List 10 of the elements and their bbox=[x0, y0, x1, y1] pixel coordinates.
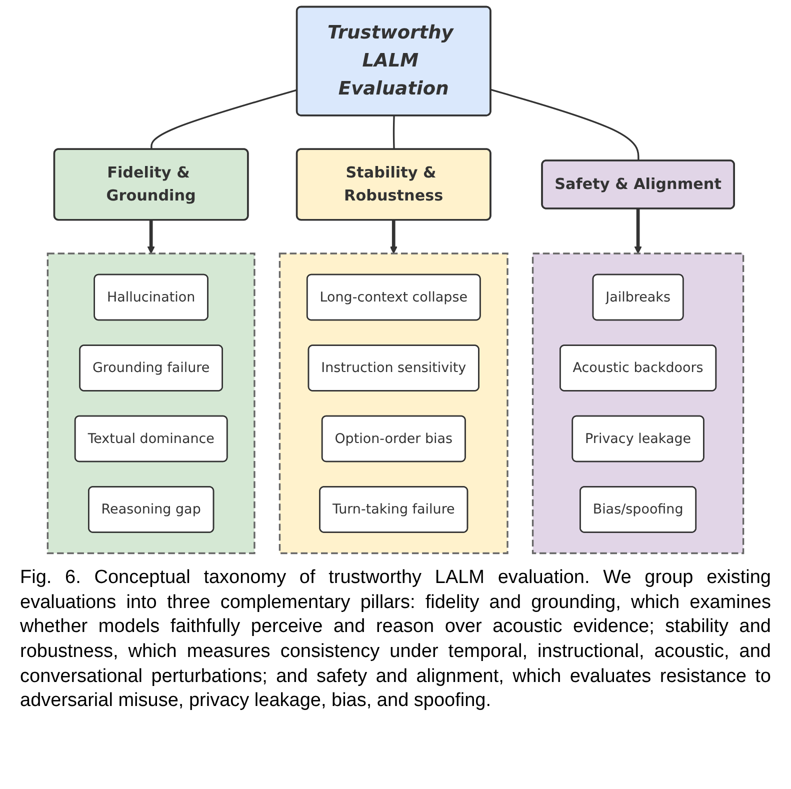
cluster bbox=[278, 252, 508, 554]
connector bbox=[150, 89, 298, 150]
arrow bbox=[147, 220, 155, 254]
arrow bbox=[390, 220, 398, 254]
arrow bbox=[634, 208, 642, 254]
connector bbox=[392, 116, 395, 150]
figure-caption: Fig. 6. Conceptual taxonomy of trustworthy LALM evaluation. We group existing evaluations into three complementary pillars: fidelity and grounding, which examines whether models faithfully perceive and reason over acoustic evidence; stability and robustness, which measures consistency under temporal, instructional, acoustic, and conversational perturbations; and safety and alignment, which evaluates resistance to adversarial misuse, privacy leakage, bias, and spoofing. bbox=[20, 566, 771, 714]
cluster bbox=[532, 252, 744, 554]
cluster bbox=[46, 252, 256, 554]
connector bbox=[490, 88, 640, 161]
